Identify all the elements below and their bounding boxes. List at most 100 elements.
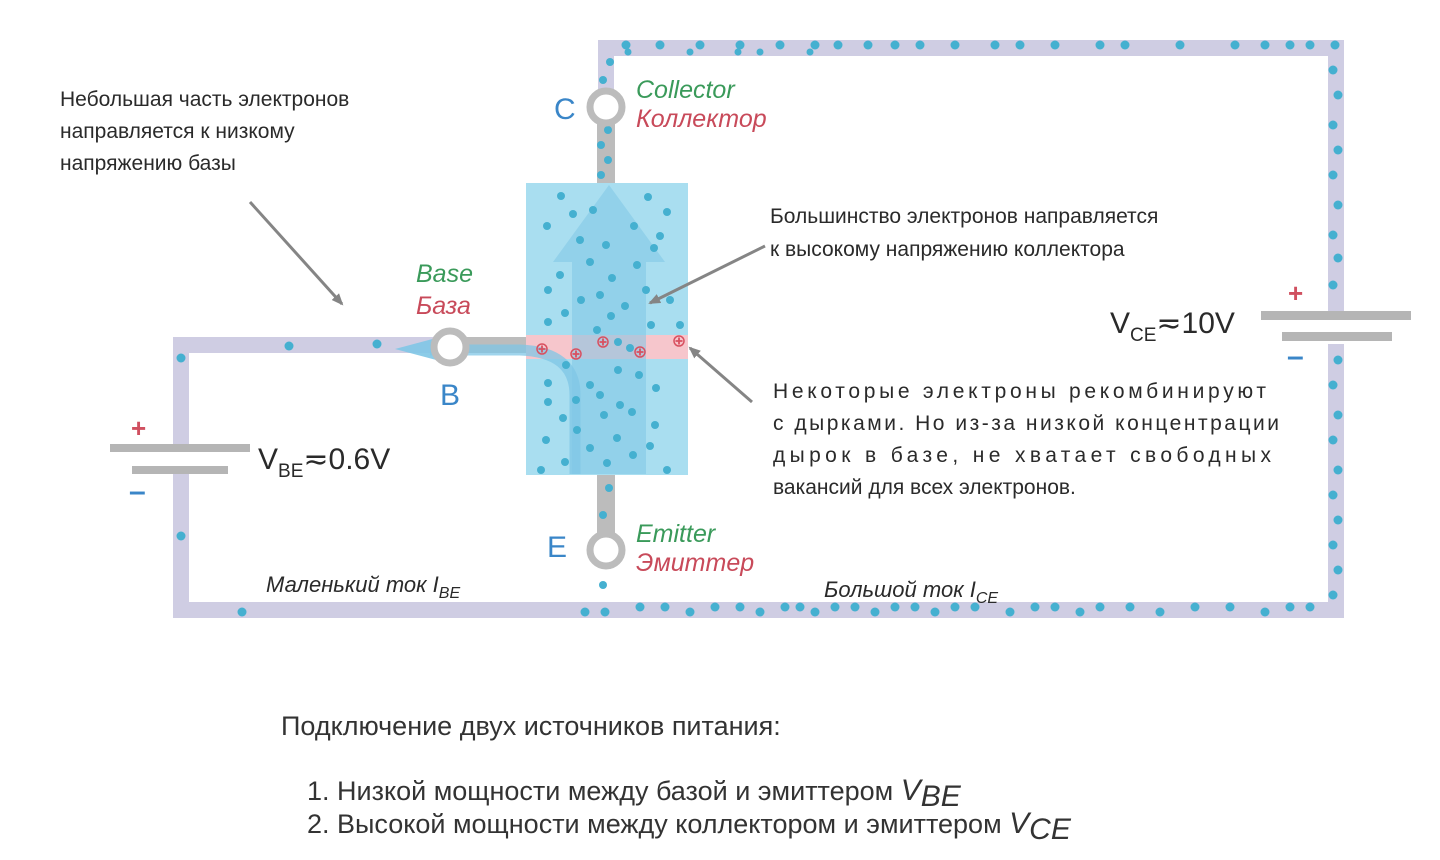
electron-dot <box>1330 40 1340 50</box>
electron-dot <box>1328 65 1338 75</box>
electron-dot <box>544 398 552 406</box>
battery-vbe <box>110 444 250 474</box>
electron-dot <box>695 40 705 50</box>
electron-dot <box>1050 602 1060 612</box>
electron-dot <box>810 40 820 50</box>
electron-dot <box>915 40 925 50</box>
electron-dot <box>616 401 624 409</box>
battery-vce <box>1261 311 1411 344</box>
electron-dot <box>1333 355 1343 365</box>
electron-dot <box>1305 602 1315 612</box>
electron-dot <box>614 366 622 374</box>
electron-dot <box>1125 602 1135 612</box>
base-loop-wire <box>173 337 606 618</box>
collector-label-ru: Коллектор <box>636 105 767 133</box>
collector-terminal[interactable] <box>586 87 626 127</box>
base-flow-arrowhead <box>395 337 440 361</box>
electron-dot <box>600 607 610 617</box>
electron-dot <box>1333 200 1343 210</box>
battery-vbe-short-plate <box>132 466 228 474</box>
electron-dot <box>950 602 960 612</box>
caption-item-2: 2. Высокой мощности между коллектором и … <box>307 807 1072 846</box>
electron-dot <box>621 40 631 50</box>
electron-dot <box>1328 490 1338 500</box>
vbe-value: ≂0.6V <box>303 443 390 476</box>
electron-dot <box>635 602 645 612</box>
vbe-minus-sign: – <box>129 475 146 508</box>
base-letter: B <box>440 379 460 412</box>
electron-dot <box>628 408 636 416</box>
ice-text: Большой ток I <box>824 577 976 602</box>
electron-dot <box>597 141 605 149</box>
pointer-recombine <box>688 346 753 404</box>
pointer-majority <box>648 244 766 305</box>
annotation-line: к высокому напряжению коллектора <box>770 238 1125 261</box>
annotation-recombine: Некоторые электроны рекомбинируют с дырк… <box>773 380 1279 499</box>
hole-ring <box>536 343 548 355</box>
electron-dot <box>586 258 594 266</box>
electron-dot <box>586 381 594 389</box>
base-flow-arrow <box>430 344 581 474</box>
electron-dot <box>635 371 643 379</box>
electron-dot <box>176 353 186 363</box>
caption-item-1-symbol: V <box>901 774 924 807</box>
electron-dot <box>1015 40 1025 50</box>
electron-dot <box>1328 435 1338 445</box>
caption-item-1-subscript: BE <box>921 780 962 813</box>
annotation-line: направляется к низкому <box>60 120 295 143</box>
ibe-label: Маленький ток IBE <box>266 572 460 602</box>
electron-dot <box>710 602 720 612</box>
electron-dot <box>1333 465 1343 475</box>
collector-letter: C <box>554 93 576 126</box>
vbe-plus-sign: + <box>131 413 146 443</box>
hole-plus-icon <box>538 345 546 353</box>
electron-dot <box>686 48 694 56</box>
electron-dot <box>1285 40 1295 50</box>
electron-dot <box>589 206 597 214</box>
emitter-terminal[interactable] <box>586 530 626 570</box>
electron-dot <box>604 156 612 164</box>
base-label-ru: База <box>416 292 471 320</box>
vce-label: VCE≂10V <box>1110 307 1235 346</box>
battery-vce-long-plate <box>1261 311 1411 320</box>
electron-dot <box>544 379 552 387</box>
electron-dot <box>630 222 638 230</box>
electron-dot <box>599 511 607 519</box>
electron-dot <box>626 344 634 352</box>
electron-dot <box>543 222 551 230</box>
electron-dot <box>666 296 674 304</box>
electron-dot <box>559 414 567 422</box>
vce-plus-sign: + <box>1288 278 1303 308</box>
base-terminal[interactable] <box>430 327 470 367</box>
electron-dot <box>603 459 611 467</box>
electron-dot <box>614 338 622 346</box>
electron-dot <box>633 261 641 269</box>
electron-dot <box>644 193 652 201</box>
electron-dot <box>647 321 655 329</box>
vbe-symbol: V <box>258 443 278 476</box>
electron-dot <box>650 244 658 252</box>
electron-dot <box>613 434 621 442</box>
electron-dot <box>756 48 764 56</box>
electron-dot <box>1333 565 1343 575</box>
electron-dot <box>284 341 294 351</box>
hole-plus-icon <box>636 348 644 356</box>
electron-dot <box>569 210 577 218</box>
vce-minus-sign: – <box>1287 340 1304 373</box>
electron-dot <box>237 607 247 617</box>
annotation-line: дырок в базе, не хватает свободных <box>773 444 1272 467</box>
electron-dot <box>1328 280 1338 290</box>
electron-dot <box>870 607 880 617</box>
electron-dot <box>990 40 1000 50</box>
hole-ring <box>673 335 685 347</box>
ice-label: Большой ток ICE <box>824 577 998 607</box>
battery-vce-short-plate <box>1282 332 1392 341</box>
electron-dot <box>599 581 607 589</box>
electron-dot <box>561 458 569 466</box>
electron-dot <box>1333 515 1343 525</box>
electron-dot <box>1328 380 1338 390</box>
hole-ring <box>597 336 609 348</box>
electron-dot <box>651 421 659 429</box>
hole-plus-icon <box>572 350 580 358</box>
electron-dot <box>950 40 960 50</box>
